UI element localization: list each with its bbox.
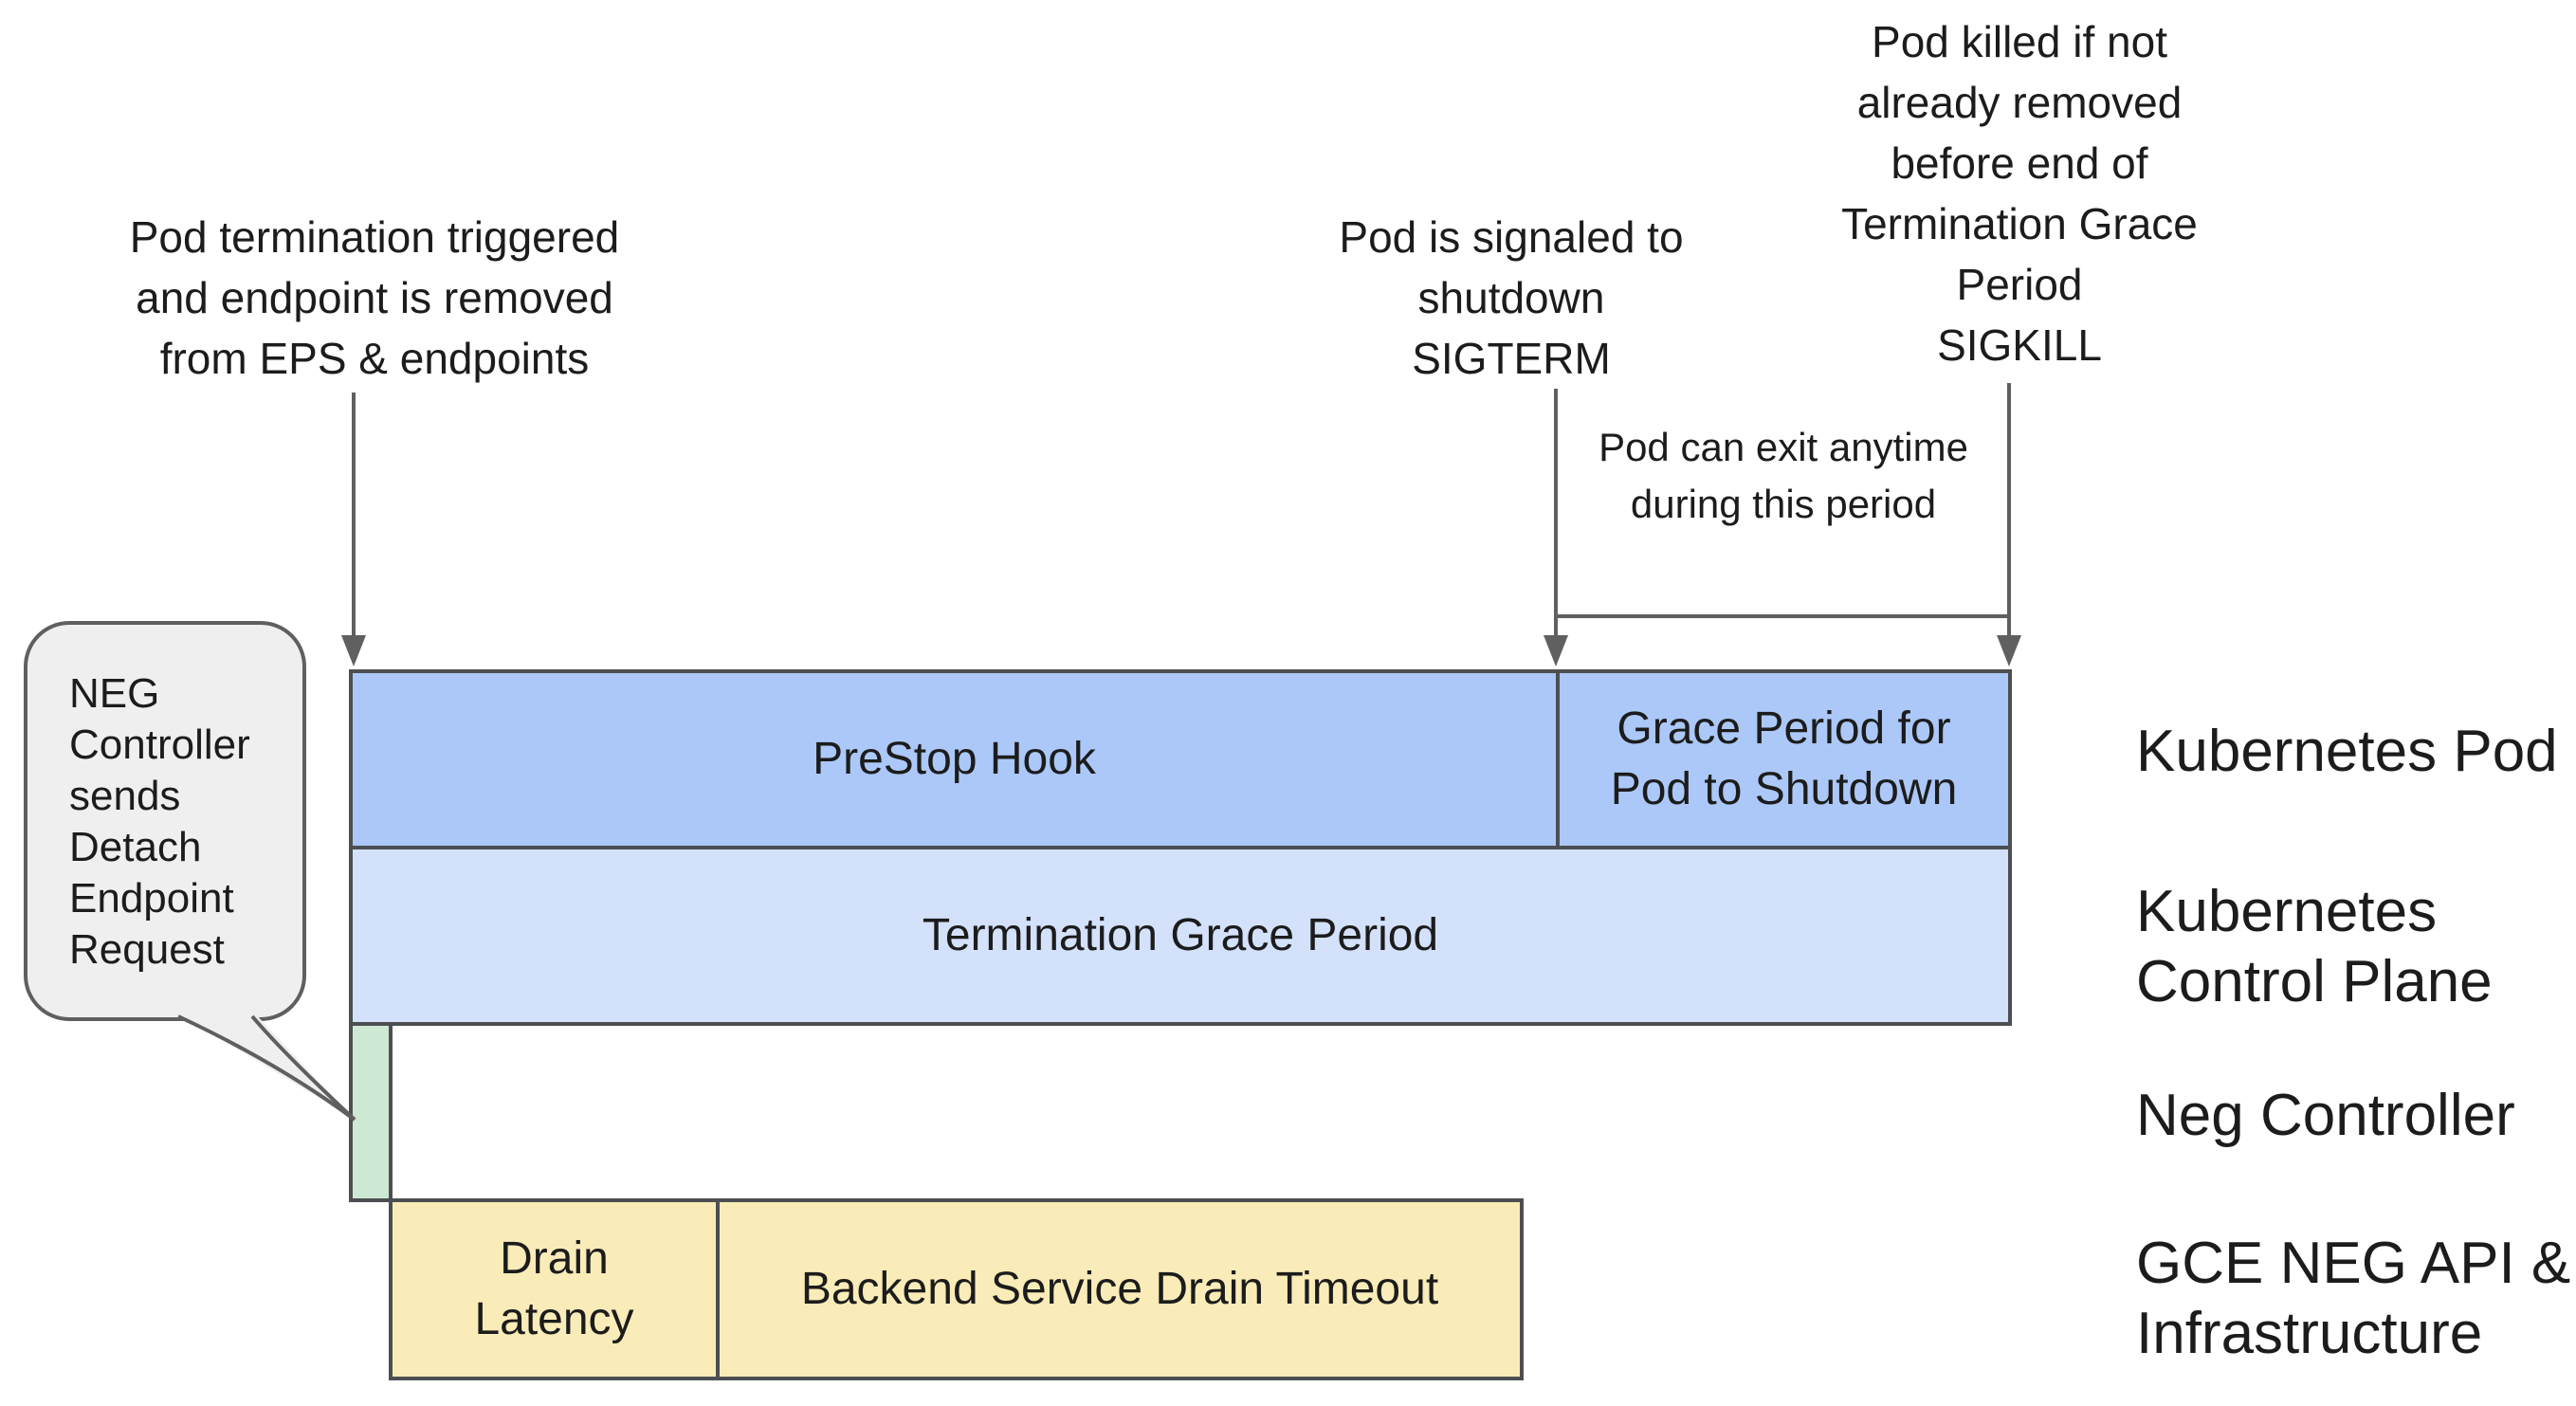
bar-termination-grace-period: Termination Grace Period	[349, 846, 2012, 1026]
sigkill-arrowhead	[1997, 635, 2021, 666]
bar-termination-grace-period-label: Termination Grace Period	[922, 910, 1439, 960]
pod-termination-arrowhead	[341, 635, 366, 666]
lane-label-gce-neg-api-infrastructure: GCE NEG API & Infrastructure	[2136, 1231, 2571, 1366]
bar-prestop-hook: PreStop Hook	[349, 669, 1560, 849]
bar-prestop-hook-label: PreStop Hook	[813, 734, 1096, 784]
annotation-pod-exit-window: Pod can exit anytime during this period	[1599, 425, 1968, 526]
bar-backend-drain-timeout-label: Backend Service Drain Timeout	[800, 1264, 1439, 1314]
lane-label-neg-controller: Neg Controller	[2136, 1083, 2515, 1148]
annotation-pod-signaled-sigterm: Pod is signaled to shutdown SIGTERM	[1339, 212, 1684, 383]
annotation-pod-termination: Pod termination triggered and endpoint i…	[129, 212, 620, 383]
bar-backend-service-drain-timeout: Backend Service Drain Timeout	[716, 1198, 1524, 1380]
speech-bubble-tail-outline-right	[250, 1014, 356, 1122]
bar-grace-period-label: Grace Period for Pod to Shutdown	[1610, 703, 1958, 814]
annotation-pod-killed-sigkill: Pod killed if not already removed before…	[1841, 17, 2198, 370]
sigterm-arrowhead	[1544, 635, 1568, 666]
bar-drain-latency: Drain Latency	[389, 1198, 720, 1380]
speech-bubble-tail-outline-left	[177, 1014, 356, 1122]
speech-bubble-tail	[176, 1013, 355, 1120]
lane-label-kubernetes-control-plane: Kubernetes Control Plane	[2136, 879, 2493, 1014]
bar-grace-period-for-pod-shutdown: Grace Period for Pod to Shutdown	[1556, 669, 2012, 849]
speech-bubble: NEG Controller sends Detach Endpoint Req…	[24, 621, 306, 1021]
speech-bubble-text: NEG Controller sends Detach Endpoint Req…	[69, 670, 250, 973]
bar-drain-latency-label: Drain Latency	[474, 1233, 634, 1344]
lane-label-kubernetes-pod: Kubernetes Pod	[2136, 719, 2558, 784]
bar-neg-controller-detach	[349, 1022, 393, 1202]
